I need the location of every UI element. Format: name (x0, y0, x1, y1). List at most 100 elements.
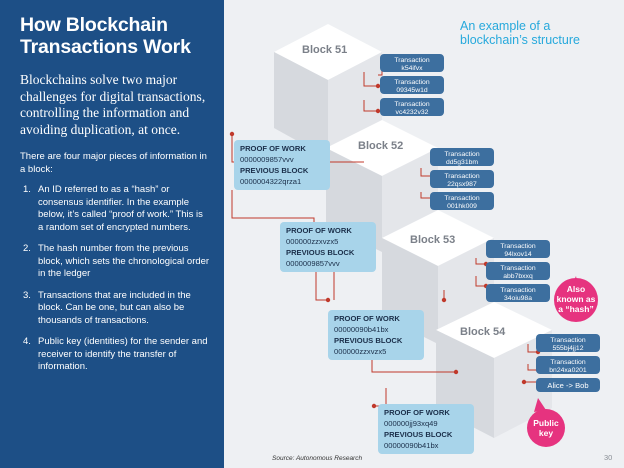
svg-text:Transaction: Transaction (394, 57, 429, 64)
svg-text:abb7bxxq: abb7bxxq (503, 273, 533, 280)
connector-dot (371, 403, 377, 409)
list-item: 3. Transactions that are included in the … (20, 290, 210, 328)
intro-paragraph: Blockchains solve two major challenges f… (20, 72, 206, 137)
source-note: Source: Autonomous Research (272, 455, 362, 462)
list-text: Public key (identities) for the sender a… (38, 336, 208, 372)
hash-callout: Also known as a “hash” (554, 276, 598, 322)
transaction-box: Transaction vc4232v32 (380, 98, 444, 116)
connector-dot (229, 131, 235, 137)
svg-text:PREVIOUS BLOCK: PREVIOUS BLOCK (286, 248, 355, 257)
svg-text:0000009857vvv: 0000009857vvv (240, 155, 294, 164)
svg-text:Transaction: Transaction (444, 173, 479, 180)
list-text: The hash number from the previous block,… (38, 243, 210, 279)
transaction-box: Transaction 34oiu98a (486, 284, 550, 302)
svg-text:Transaction: Transaction (394, 101, 429, 108)
diagram-canvas: Block 51 Block 52 Block 53 Block 54 (229, 24, 612, 462)
transaction-box: Transaction bn24xa0201 (536, 356, 600, 374)
svg-text:22qsx987: 22qsx987 (447, 181, 477, 188)
svg-text:PROOF OF WORK: PROOF OF WORK (240, 144, 306, 153)
list-item: 2. The hash number from the previous bloc… (20, 243, 210, 281)
svg-text:PREVIOUS BLOCK: PREVIOUS BLOCK (384, 430, 453, 439)
svg-text:Transaction: Transaction (444, 195, 479, 202)
connector-line (371, 358, 456, 373)
svg-text:vc4232v32: vc4232v32 (396, 109, 429, 116)
svg-text:Transaction: Transaction (444, 151, 479, 158)
connector-line (315, 272, 328, 301)
svg-text:94lxov14: 94lxov14 (504, 251, 531, 258)
svg-text:Transaction: Transaction (550, 337, 585, 344)
list-number: 3. (23, 289, 31, 301)
page-number: 30 (604, 453, 612, 462)
svg-text:key: key (539, 428, 553, 438)
svg-text:Alice -> Bob: Alice -> Bob (547, 381, 588, 390)
connector-dot (441, 297, 447, 303)
proof-of-work-box: PROOF OF WORK 00000090b41bx PREVIOUS BLO… (328, 310, 424, 360)
transaction-box: Transaction k54ifvx (380, 54, 444, 72)
svg-text:known as: known as (557, 294, 596, 304)
svg-text:0000009857vvv: 0000009857vvv (286, 259, 340, 268)
public-key-callout: Public key (527, 398, 565, 447)
proof-of-work-box: PROOF OF WORK 000000jj93xq49 PREVIOUS BL… (378, 404, 474, 454)
transaction-box: Transaction abb7bxxq (486, 262, 550, 280)
proof-of-work-box: PROOF OF WORK 000000zzxvzx5 PREVIOUS BLO… (280, 222, 376, 272)
connector-line (527, 344, 538, 353)
connector-line (374, 388, 387, 407)
svg-text:000000zzxvzx5: 000000zzxvzx5 (334, 347, 386, 356)
diagram-heading: An example of a blockchain’s structure (460, 19, 580, 47)
block-cube-51 (274, 24, 382, 158)
block-label-52: Block 52 (358, 140, 403, 152)
svg-text:Transaction: Transaction (500, 243, 535, 250)
svg-text:0000004322qrza1: 0000004322qrza1 (240, 177, 301, 186)
svg-text:555bj4jj12: 555bj4jj12 (553, 345, 584, 352)
svg-text:a “hash”: a “hash” (558, 304, 593, 314)
svg-text:Also: Also (567, 284, 585, 294)
connector-dot (453, 369, 459, 375)
svg-text:000000jj93xq49: 000000jj93xq49 (384, 419, 438, 428)
svg-text:PREVIOUS BLOCK: PREVIOUS BLOCK (240, 166, 309, 175)
svg-text:00000090b41bx: 00000090b41bx (384, 441, 439, 450)
transaction-box: Transaction 555bj4jj12 (536, 334, 600, 352)
list-text: An ID referred to as a “hash” or consens… (38, 184, 203, 233)
svg-text:000000zzxvzx5: 000000zzxvzx5 (286, 237, 338, 246)
connector-dot (521, 379, 527, 385)
svg-text:bn24xa0201: bn24xa0201 (549, 367, 587, 374)
transaction-box: Transaction 001hk009 (430, 192, 494, 210)
connector-dot (375, 83, 381, 89)
list-item: 1. An ID referred to as a “hash” or conse… (20, 184, 210, 234)
connector-line (475, 276, 486, 287)
transaction-box: Transaction 94lxov14 (486, 240, 550, 258)
connector-line (475, 258, 486, 265)
list-lead: There are four major pieces of informati… (20, 151, 207, 175)
svg-text:00000090b41bx: 00000090b41bx (334, 325, 389, 334)
svg-text:Public: Public (533, 418, 559, 428)
svg-text:34oiu98a: 34oiu98a (504, 295, 532, 302)
transaction-box-alice-bob: Alice -> Bob (536, 378, 600, 392)
svg-text:k54ifvx: k54ifvx (401, 65, 423, 72)
connector-line (363, 100, 378, 112)
page-title: How Blockchain Transactions Work (20, 14, 191, 58)
list-text: Transactions that are included in the bl… (38, 289, 191, 326)
block-label-54: Block 54 (460, 326, 506, 338)
transaction-box: Transaction 09345w1d (380, 76, 444, 94)
list-item: 4. Public key (identities) for the sender… (20, 336, 210, 374)
connector-line (527, 364, 538, 371)
block-label-53: Block 53 (410, 234, 455, 246)
list-number: 1. (23, 184, 31, 195)
svg-text:Transaction: Transaction (500, 287, 535, 294)
blockchain-diagram: Block 51 Block 52 Block 53 Block 54 (224, 0, 624, 468)
svg-text:PROOF OF WORK: PROOF OF WORK (334, 314, 400, 323)
proof-of-work-box: PROOF OF WORK 0000009857vvv PREVIOUS BLO… (234, 140, 330, 190)
left-text-panel: How Blockchain Transactions Work Blockch… (0, 0, 224, 468)
svg-text:PROOF OF WORK: PROOF OF WORK (286, 226, 352, 235)
connector-line (420, 168, 434, 177)
svg-text:Transaction: Transaction (500, 265, 535, 272)
list-number: 2. (23, 243, 31, 254)
list-number: 4. (23, 336, 31, 347)
transaction-box: Transaction dd5g31bm (430, 148, 494, 166)
svg-text:Transaction: Transaction (394, 79, 429, 86)
block-label-51: Block 51 (302, 44, 347, 56)
connector-dot (325, 297, 331, 303)
svg-text:09345w1d: 09345w1d (396, 87, 428, 94)
svg-text:001hk009: 001hk009 (447, 203, 477, 210)
connector-line (420, 192, 434, 199)
